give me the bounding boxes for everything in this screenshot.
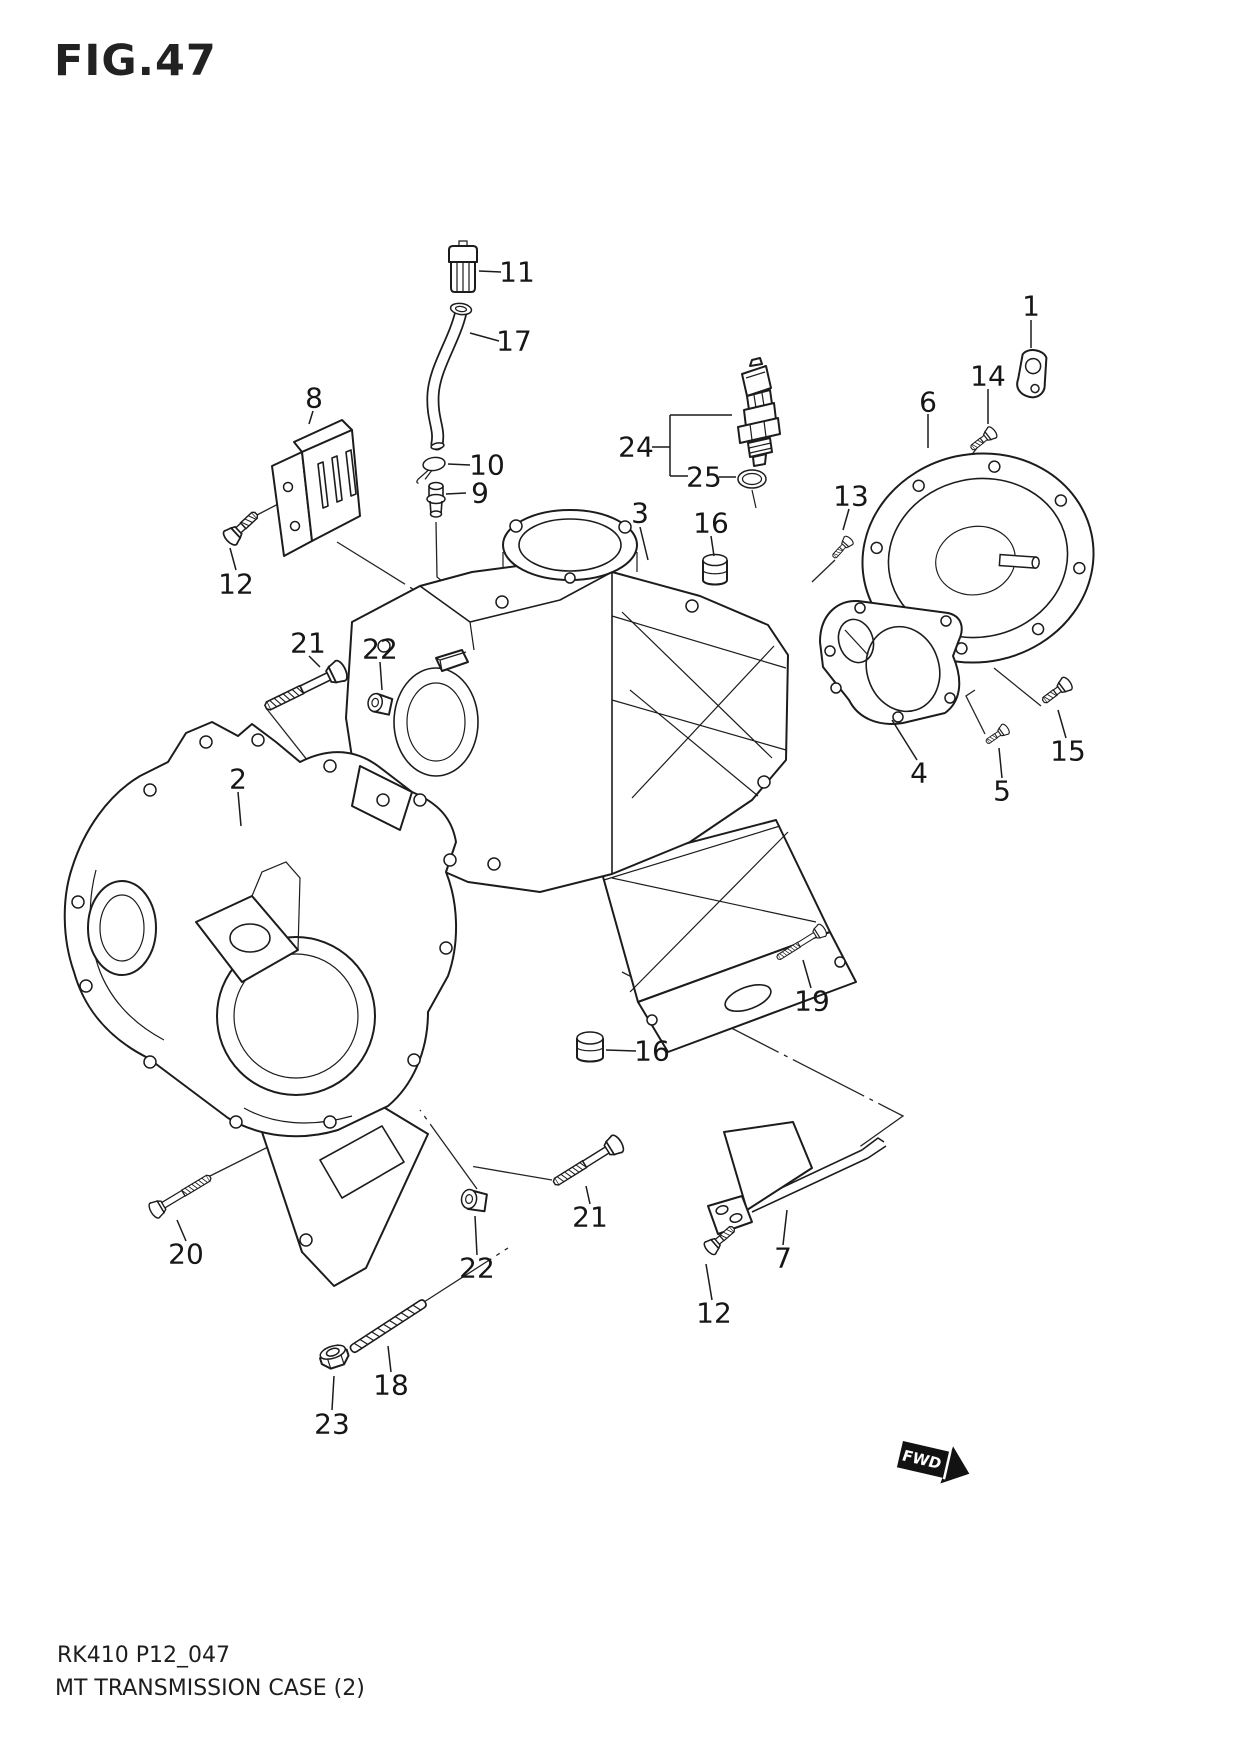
callout-24: 24 (618, 414, 732, 477)
callout-25: 25 (686, 461, 736, 494)
callout-16a: 16 (693, 507, 729, 557)
callout-4: 4 (891, 719, 928, 790)
svg-text:9: 9 (471, 477, 489, 510)
part-3-transmission-case (345, 509, 857, 1053)
svg-text:3: 3 (631, 497, 649, 530)
part-14-bolt (966, 424, 1000, 455)
callout-11: 11 (478, 256, 535, 289)
svg-text:20: 20 (168, 1238, 204, 1271)
part-1-plate (1016, 349, 1048, 399)
callout-12a: 12 (218, 547, 254, 601)
callout-15: 15 (1050, 709, 1086, 768)
callout-1: 1 (1022, 290, 1040, 348)
part-10-clip (416, 456, 446, 484)
svg-text:11: 11 (499, 256, 535, 289)
svg-text:1: 1 (1022, 290, 1040, 323)
part-25-o-ring (737, 469, 767, 509)
callout-12b: 12 (696, 1263, 732, 1330)
svg-text:6: 6 (919, 386, 937, 419)
svg-text:19: 19 (794, 985, 830, 1018)
figure-code: RK410 P12_047 (57, 1643, 230, 1668)
part-21-bolt-lower (548, 1132, 627, 1193)
part-17-breather-hose (426, 302, 473, 451)
callout-22b: 22 (459, 1215, 495, 1285)
part-18-stud-bolt (349, 1299, 427, 1354)
part-21-bolt-upper (260, 657, 351, 718)
svg-text:2: 2 (229, 763, 247, 796)
callout-20: 20 (168, 1219, 204, 1271)
callout-19: 19 (794, 959, 830, 1018)
part-22-bushing-upper (367, 692, 394, 716)
part-23-nut (319, 1344, 350, 1370)
svg-text:22: 22 (362, 633, 398, 666)
svg-text:12: 12 (218, 568, 254, 601)
callout-10: 10 (447, 449, 505, 482)
svg-text:21: 21 (290, 627, 326, 660)
part-7-harness-bracket (707, 1121, 887, 1235)
part-13-bolt (828, 534, 856, 562)
fwd-direction-marker: FWD (896, 1441, 970, 1484)
part-24-switch-assembly (737, 357, 781, 467)
part-9-breather-union (426, 481, 446, 518)
figure-caption: MT TRANSMISSION CASE (2) (55, 1676, 365, 1701)
svg-text:8: 8 (305, 382, 323, 415)
callout-14: 14 (970, 360, 1006, 424)
callout-3: 3 (631, 497, 649, 561)
figure-title: FIG.47 (54, 36, 217, 86)
callout-8: 8 (305, 382, 323, 425)
svg-text:21: 21 (572, 1201, 608, 1234)
svg-text:5: 5 (993, 775, 1011, 808)
part-2-clutch-housing-case (63, 721, 458, 1287)
part-11-breather-cap (448, 240, 478, 293)
svg-text:22: 22 (459, 1252, 495, 1285)
svg-text:23: 23 (314, 1408, 350, 1441)
fwd-box (896, 1441, 952, 1479)
fwd-arrowhead-icon (940, 1446, 970, 1484)
callout-9: 9 (445, 477, 489, 510)
part-22-bushing-lower (460, 1188, 488, 1213)
svg-text:10: 10 (469, 449, 505, 482)
svg-text:12: 12 (696, 1297, 732, 1330)
callout-13: 13 (833, 480, 869, 531)
callout-23: 23 (314, 1375, 350, 1441)
callout-18: 18 (373, 1345, 409, 1402)
part-16-plug-lower (576, 1031, 604, 1063)
callout-5: 5 (993, 747, 1011, 808)
callout-6: 6 (919, 386, 937, 448)
part-15-bolt (1038, 674, 1075, 708)
part-16-plug-upper (702, 553, 728, 586)
svg-text:25: 25 (686, 461, 722, 494)
svg-text:16: 16 (634, 1035, 670, 1068)
callout-7: 7 (774, 1209, 792, 1275)
svg-text:13: 13 (833, 480, 869, 513)
callout-22a: 22 (362, 633, 398, 691)
part-20-bolt (146, 1168, 216, 1221)
svg-text:16: 16 (693, 507, 729, 540)
svg-text:18: 18 (373, 1369, 409, 1402)
callout-21b: 21 (572, 1185, 608, 1234)
part-4-gasket (819, 599, 963, 725)
svg-text:7: 7 (774, 1242, 792, 1275)
cover-shaft-pin (998, 553, 1040, 569)
callout-16b: 16 (605, 1035, 670, 1068)
svg-text:14: 14 (970, 360, 1006, 393)
callouts: 1 2 3 4 5 6 7 8 9 10 11 12 12 13 14 15 1… (168, 256, 1086, 1441)
svg-text:15: 15 (1050, 735, 1086, 768)
part-8-bracket (271, 419, 361, 557)
callout-21a: 21 (290, 627, 326, 668)
svg-text:4: 4 (910, 757, 928, 790)
part-12-bolt-upper (220, 506, 264, 549)
svg-text:17: 17 (496, 325, 532, 358)
callout-2: 2 (229, 763, 247, 827)
callout-17: 17 (469, 325, 532, 358)
svg-text:24: 24 (618, 431, 654, 464)
part-5-bolt (982, 722, 1012, 748)
